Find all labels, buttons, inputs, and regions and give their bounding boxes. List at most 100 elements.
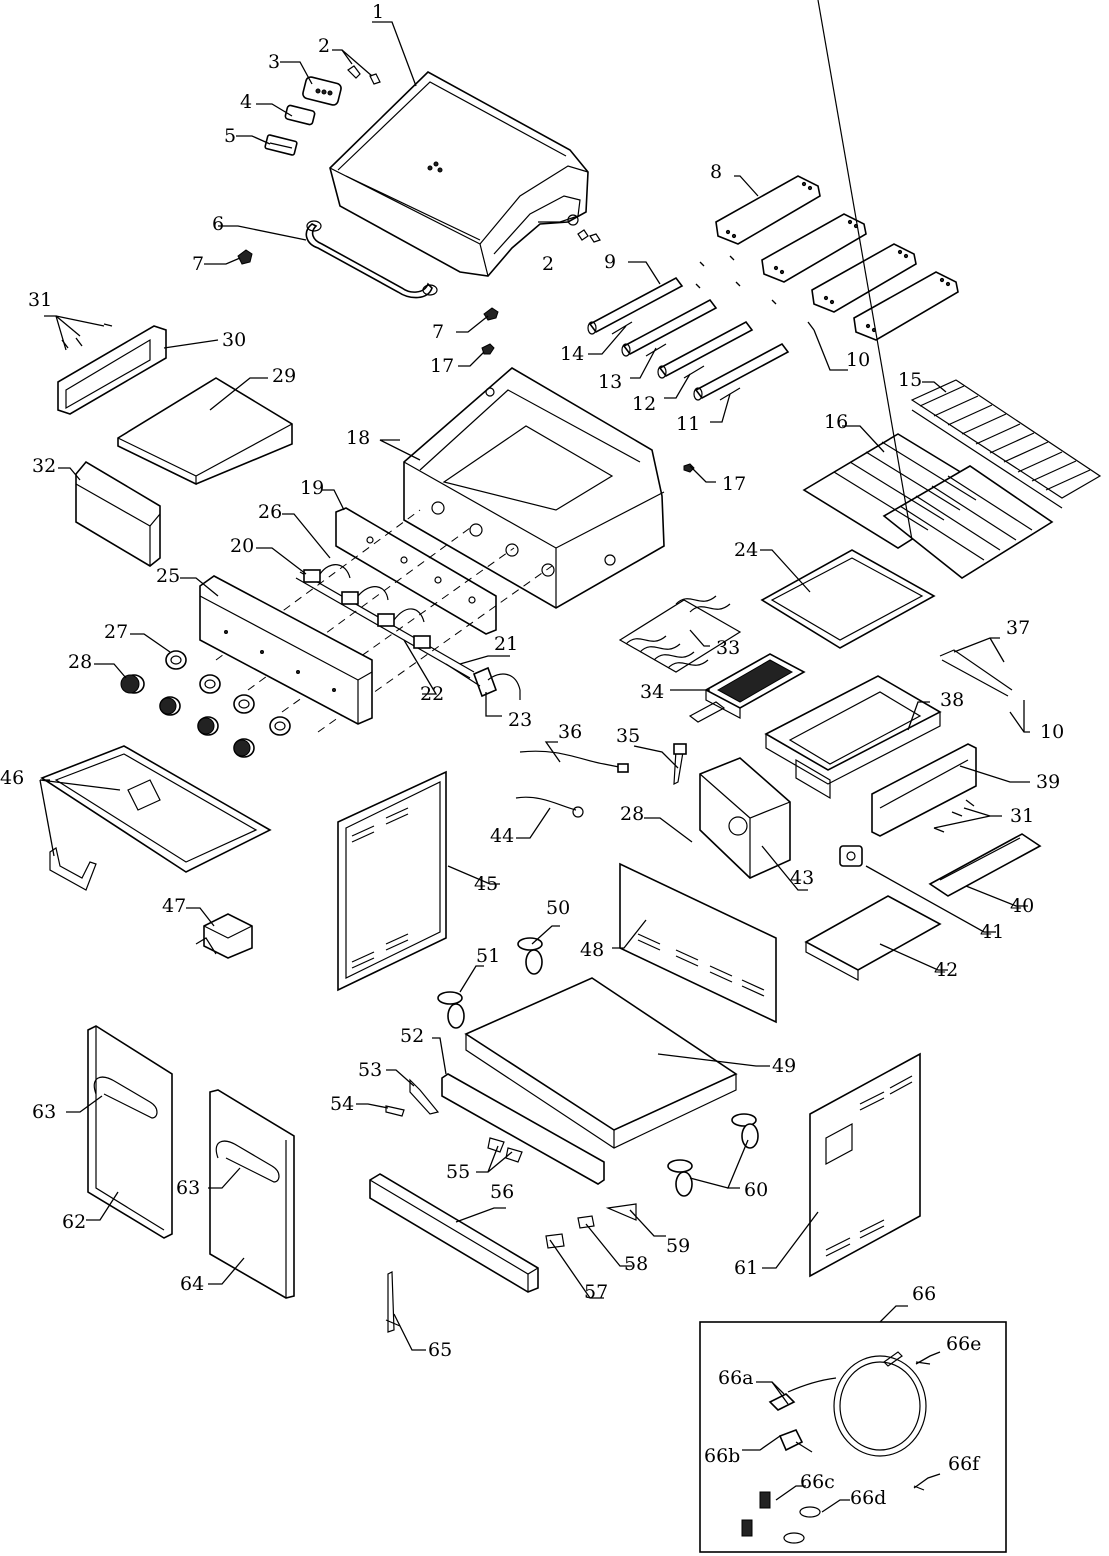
label-38: 38 [940, 689, 964, 711]
label-18: 18 [346, 427, 370, 449]
label-3: 3 [268, 51, 280, 73]
part-firebox [403, 367, 665, 609]
part-control-panel [199, 575, 373, 725]
part-bottom-shelf [464, 977, 738, 1149]
label-5: 5 [224, 125, 236, 147]
label-4: 4 [240, 91, 252, 113]
part-igniter [673, 743, 687, 786]
label-21: 21 [494, 633, 518, 655]
label-48: 48 [580, 939, 604, 961]
label-7a: 7 [192, 253, 204, 275]
label-32: 32 [32, 455, 56, 477]
label-34: 34 [640, 681, 664, 703]
part-lid [329, 71, 589, 277]
label-15: 15 [898, 369, 922, 391]
part-lid-handle [305, 220, 438, 299]
label-1: 1 [372, 1, 384, 23]
part-knobs [120, 650, 291, 758]
label-28b: 28 [620, 803, 644, 825]
label-28a: 28 [68, 651, 92, 673]
part-valves-manifold [295, 564, 521, 700]
label-47: 47 [162, 895, 186, 917]
part-cart-panel-right [809, 1052, 921, 1278]
label-65: 65 [428, 1339, 452, 1361]
part-side-grid [618, 595, 742, 673]
label-60: 60 [744, 1179, 768, 1201]
label-45: 45 [474, 873, 498, 895]
label-36: 36 [558, 721, 582, 743]
part-small-hardware [385, 1078, 637, 1249]
part-side-shelf-box [75, 460, 161, 567]
label-51: 51 [476, 945, 500, 967]
label-64: 64 [180, 1273, 204, 1295]
label-46: 46 [0, 767, 24, 789]
label-50: 50 [546, 897, 570, 919]
label-53: 53 [358, 1059, 382, 1081]
part-manifold-bracket [335, 507, 497, 635]
label-13: 13 [598, 371, 622, 393]
part-doors [87, 1025, 295, 1299]
label-10a: 10 [846, 349, 870, 371]
part-thermometer [264, 76, 342, 156]
label-66e: 66e [946, 1333, 981, 1355]
part-casters [437, 937, 759, 1197]
label-66b: 66b [704, 1445, 740, 1467]
leader-lines [39, 21, 1030, 1513]
label-54: 54 [330, 1093, 354, 1115]
label-43: 43 [790, 867, 814, 889]
label-61: 61 [734, 1257, 758, 1279]
label-56: 56 [490, 1181, 514, 1203]
part-side-handle-panel [57, 325, 167, 415]
label-39: 39 [1036, 771, 1060, 793]
label-29: 29 [272, 365, 296, 387]
label-58: 58 [624, 1253, 648, 1275]
label-44: 44 [490, 825, 514, 847]
label-9: 9 [604, 251, 616, 273]
label-66: 66 [912, 1283, 936, 1305]
part-labels: 1 2 3 4 5 6 7 2 31 30 29 7 17 32 18 19 2… [0, 1, 1064, 1509]
label-57: 57 [584, 1281, 608, 1303]
part-grease-tray [40, 745, 272, 891]
label-52: 52 [400, 1025, 424, 1047]
label-14: 14 [560, 343, 584, 365]
part-side-panel-right [871, 743, 977, 837]
part-side-burner-box [699, 757, 791, 879]
label-30: 30 [222, 329, 246, 351]
part-warming-rack [910, 379, 1102, 509]
label-35: 35 [616, 725, 640, 747]
part-side-burner-housing [764, 675, 942, 800]
label-10b: 10 [1040, 721, 1064, 743]
part-screws-2 [347, 65, 601, 243]
label-24: 24 [734, 539, 758, 561]
label-17b: 17 [722, 473, 746, 495]
label-62: 62 [62, 1211, 86, 1233]
label-42: 42 [934, 959, 958, 981]
part-side-valve [839, 845, 863, 867]
label-7b: 7 [432, 321, 444, 343]
label-33: 33 [716, 637, 740, 659]
label-11: 11 [676, 413, 700, 435]
part-handle-mounts [237, 249, 695, 473]
label-2b: 2 [542, 253, 554, 275]
label-66a: 66a [718, 1367, 754, 1389]
label-16: 16 [824, 411, 848, 433]
part-side-tray [928, 833, 1042, 897]
label-26: 26 [258, 501, 282, 523]
part-infrared-burner [688, 653, 806, 723]
label-66d: 66d [850, 1487, 886, 1509]
label-63b: 63 [176, 1177, 200, 1199]
label-59: 59 [666, 1235, 690, 1257]
label-55: 55 [446, 1161, 470, 1183]
part-grease-cup [195, 913, 253, 959]
label-27: 27 [104, 621, 128, 643]
label-41: 41 [980, 921, 1004, 943]
part-hinge-pin [385, 1271, 401, 1333]
part-cart-panel-left [337, 770, 447, 992]
label-22: 22 [420, 683, 444, 705]
part-wire-44 [515, 796, 584, 818]
part-cooking-grates [802, 0, 1054, 579]
label-66c: 66c [800, 1471, 835, 1493]
label-6: 6 [212, 213, 224, 235]
part-side-shelf-right [804, 895, 942, 982]
